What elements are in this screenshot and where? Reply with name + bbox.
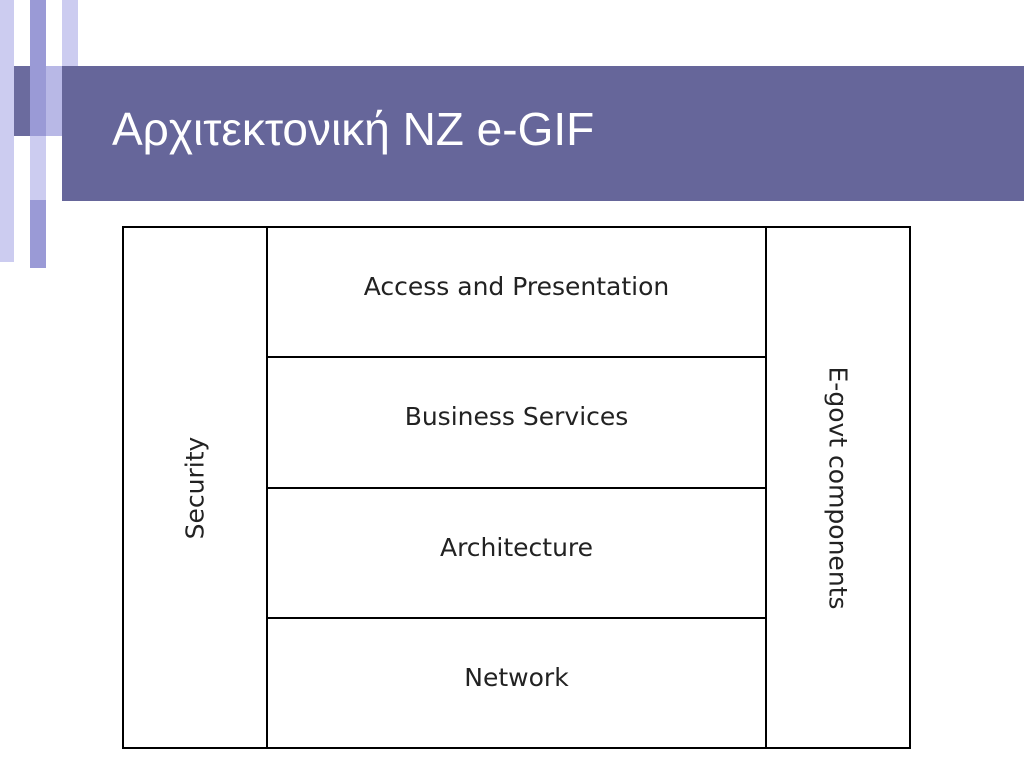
egovt-components-column: E-govt components	[765, 228, 909, 747]
layer-access-presentation: Access and Presentation	[268, 228, 765, 359]
decorative-bar	[30, 136, 46, 200]
decorative-bar	[14, 66, 30, 136]
title-bar: Αρχιτεκτονική NZ e-GIF	[62, 66, 1024, 201]
layer-label: Architecture	[439, 532, 594, 562]
layer-label: Network	[464, 662, 569, 692]
egovt-components-label: E-govt components	[823, 366, 853, 609]
layer-network: Network	[268, 619, 765, 747]
layer-label: Access and Presentation	[363, 272, 670, 301]
layer-architecture: Architecture	[268, 489, 765, 619]
layer-label: Business Services	[404, 402, 629, 432]
decorative-bar	[46, 66, 62, 136]
decorative-bar	[0, 0, 14, 262]
security-label: Security	[180, 436, 210, 539]
layer-business-services: Business Services	[268, 358, 765, 489]
slide-title: Αρχιτεκτονική NZ e-GIF	[112, 103, 595, 155]
architecture-diagram: Security Access and Presentation Busines…	[122, 226, 911, 749]
security-column: Security	[124, 228, 268, 747]
decorative-bar	[62, 0, 78, 66]
decorative-bar	[30, 0, 46, 268]
layer-stack: Access and Presentation Business Service…	[268, 228, 765, 747]
